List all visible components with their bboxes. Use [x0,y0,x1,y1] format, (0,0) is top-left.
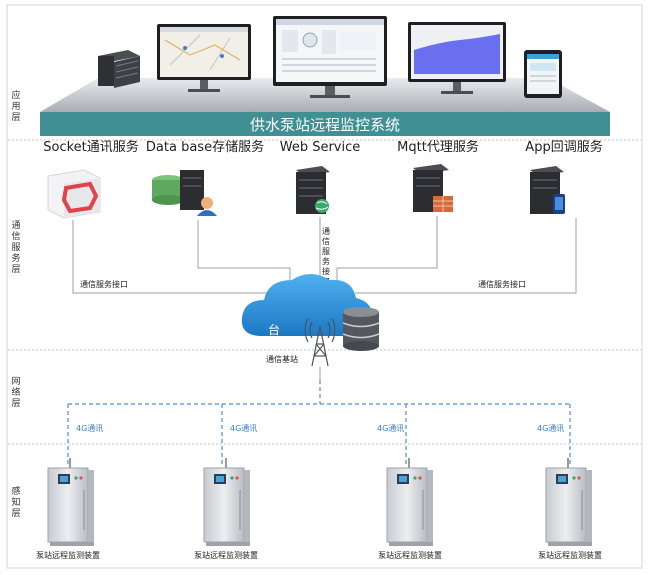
layer-label-app: 应用层 [11,89,20,123]
service-label-app: App回调服务 [525,139,602,155]
monitor-map-icon [157,24,251,92]
system-title: 供水泵站远程监控系统 [250,116,400,134]
layer-label-comm: 通信服务层 [11,220,20,275]
connector-app [355,218,577,294]
device-label-4: 泵站远程监测装置 [538,550,602,560]
base-station-label: 通信基站 [266,354,298,364]
link-label-4: 4G通讯 [537,423,564,433]
device-label-1: 泵站远程监测装置 [36,550,100,560]
layer-label-sense: 感知层 [11,485,20,519]
web-server-icon [296,166,330,214]
socket-server-icon [47,169,101,219]
link-label-3: 4G通讯 [377,423,404,433]
base-station-tower-icon [304,317,336,367]
link-label-1: 4G通讯 [76,423,103,433]
outer-frame [6,4,643,569]
connector-mqtt [336,216,438,283]
device-label-3: 泵站远程监测装置 [378,550,442,560]
rack-server-icon [98,50,140,88]
link-label-2: 4G通讯 [230,423,257,433]
service-label-mqtt: Mqtt代理服务 [397,139,479,155]
connector-socket [72,220,300,294]
monitoring-cabinet-icon [203,458,250,546]
connector-database [197,220,291,283]
monitor-dashboard-icon [273,16,387,98]
monitoring-cabinet-icon [47,458,94,546]
cloud-partial-text: 台 [268,322,280,337]
device-label-2: 泵站远程监测装置 [194,550,258,560]
service-label-socket: Socket通讯服务 [43,139,139,155]
database-cylinder-icon [342,307,380,351]
system-title-bar [40,112,610,136]
monitoring-cabinet-icon [386,458,433,546]
database-server-icon [152,170,217,216]
interface-label-right: 通信服务接口 [478,279,526,289]
layer-label-network: 网络层 [11,376,20,409]
interface-label-left: 通信服务接口 [80,279,128,289]
tablet-icon [524,50,562,98]
service-label-database: Data base存储服务 [146,139,264,155]
monitor-chart-icon [408,22,506,94]
app-server-icon [530,166,565,214]
monitoring-cabinet-icon [545,458,592,546]
cloud-icon [241,274,373,336]
service-label-web: Web Service [280,140,361,155]
mqtt-server-icon [413,164,453,212]
